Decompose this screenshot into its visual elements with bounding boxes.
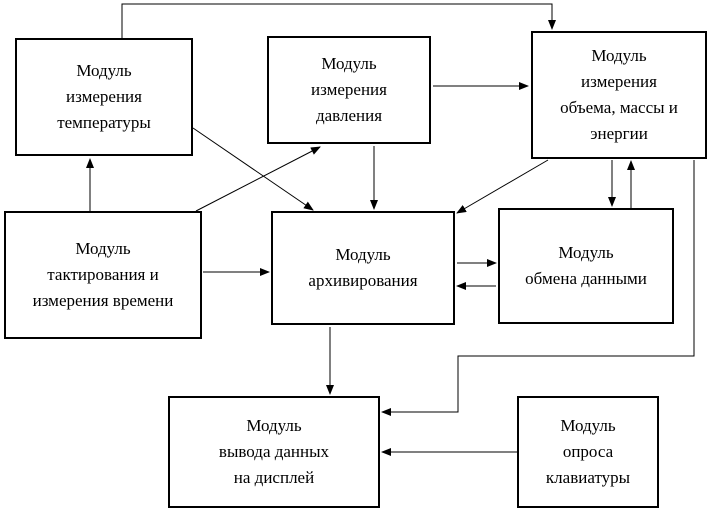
pressure-module-label-1: Модуль [321, 54, 377, 73]
clock-module-label-3: измерения времени [32, 291, 174, 310]
display-module-label-3: на дисплей [233, 468, 315, 487]
clock-module-label-1: Модуль [75, 239, 131, 258]
pressure-module-box: Модуль измерения давления [267, 36, 431, 144]
keyboard-module-label-1: Модуль [560, 416, 616, 435]
arrow-volume-to-archive [456, 159, 549, 214]
keyboard-module-label-2: опроса [562, 442, 614, 461]
volume-module-box: Модуль измерения объема, массы и энергии [531, 31, 707, 159]
volume-module-label-1: Модуль [591, 46, 647, 65]
clock-module-box: Модуль тактирования и измерения времени [4, 211, 202, 339]
display-module-box: Модуль вывода данных на дисплей [168, 396, 380, 508]
volume-module-label-4: энергии [590, 124, 648, 143]
arrow-clock-to-pressure [195, 146, 321, 212]
arrow-temperature-to-volume [121, 3, 556, 38]
keyboard-module-label-3: клавиатуры [545, 468, 631, 487]
volume-module-label-2: измерения [581, 72, 657, 91]
temperature-module-label-3: температуры [57, 113, 151, 132]
clock-module-label-2: тактирования и [47, 265, 159, 284]
exchange-module-box: Модуль обмена данными [498, 208, 674, 324]
arrow-volume-to-display [381, 160, 695, 416]
temperature-module-label-1: Модуль [76, 61, 132, 80]
archive-module-label-1: Модуль [335, 245, 391, 264]
temperature-module-box: Модуль измерения температуры [15, 38, 193, 156]
temperature-module-label-2: измерения [66, 87, 142, 106]
pressure-module-label-3: давления [315, 106, 383, 125]
display-module-label-1: Модуль [246, 416, 302, 435]
exchange-module-label-1: Модуль [558, 243, 614, 262]
volume-module-label-3: объема, массы и [560, 98, 678, 117]
keyboard-module-box: Модуль опроса клавиатуры [517, 396, 659, 508]
archive-module-label-2: архивирования [308, 271, 418, 290]
exchange-module-label-2: обмена данными [525, 269, 647, 288]
pressure-module-label-2: измерения [311, 80, 387, 99]
archive-module-box: Модуль архивирования [271, 211, 455, 325]
arrow-temperature-to-archive [192, 127, 314, 211]
display-module-label-2: вывода данных [218, 442, 330, 461]
